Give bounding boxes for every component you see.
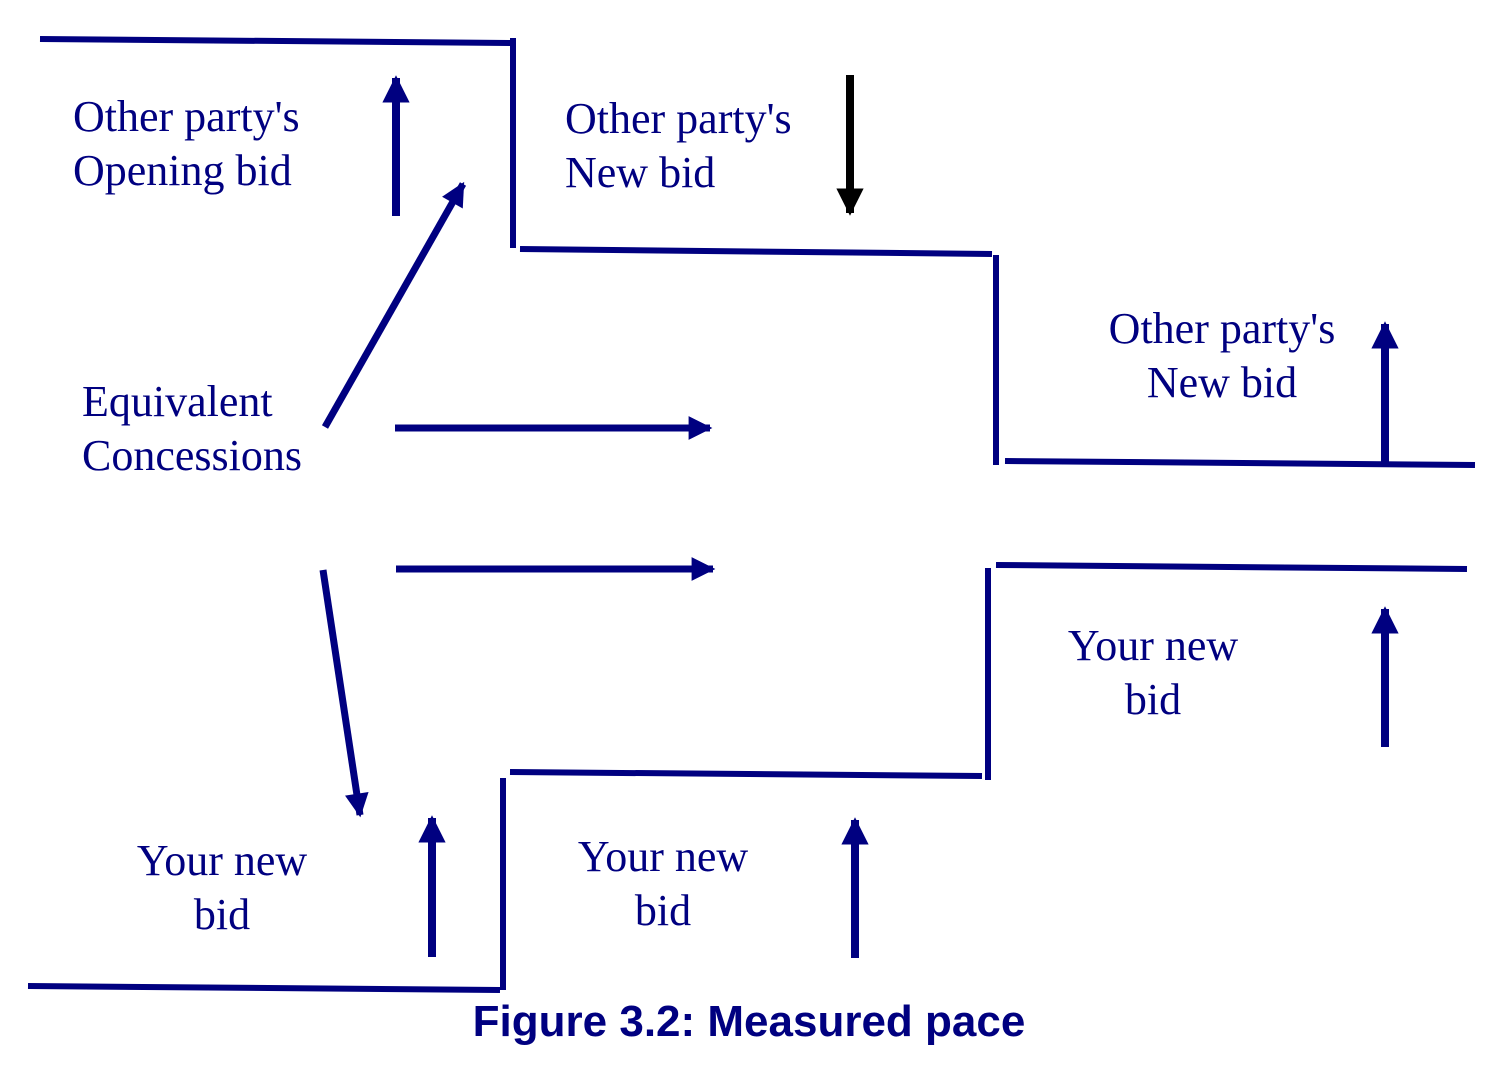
second-bid-level (519, 246, 993, 257)
your-new-bid-2-line1: Your new (577, 832, 749, 881)
your-new-bid-label-1: Your new bid (122, 834, 322, 942)
your-new-bid-1-line2: bid (193, 890, 251, 939)
opening-bid-label: Other party's Opening bid (73, 90, 300, 198)
your-second-level (509, 769, 983, 779)
concession-arrows (319, 181, 716, 818)
equivalent-concessions-line2: Concessions (82, 431, 302, 480)
figure-caption: Figure 3.2: Measured pace (472, 997, 1026, 1046)
other-new-bid-1-line2: New bid (565, 148, 716, 197)
other-new-bid-1-line1: Other party's (565, 94, 792, 143)
your-new-bid-3-line2: bid (1124, 675, 1182, 724)
your-opening-level (27, 983, 501, 993)
your-new-bid-1-line1: Your new (136, 836, 308, 885)
your-new-bid-label-2: Your new bid (563, 830, 763, 938)
your-new-bid-label-3: Your new bid (1053, 619, 1253, 727)
opening-bid-level (39, 36, 514, 46)
opening-bid-label-line1: Other party's (73, 92, 300, 141)
your-third-level (995, 562, 1468, 572)
third-bid-level (1004, 458, 1476, 468)
concession-arrow-to-opening (321, 181, 467, 429)
your-bid-line (27, 562, 1468, 993)
your-new-bid-2-line2: bid (634, 886, 692, 935)
equivalent-concessions-label: Equivalent Concessions (82, 375, 302, 483)
other-new-bid-2-line2: New bid (1146, 358, 1298, 407)
other-new-bid-2-line1: Other party's (1108, 304, 1336, 353)
opening-bid-label-line2: Opening bid (73, 146, 292, 195)
concession-arrow-to-your-bid (319, 569, 369, 818)
bid-arrows (382, 75, 1399, 958)
your-new-bid-3-line1: Your new (1067, 621, 1239, 670)
other-new-bid-label-2: Other party's New bid (1100, 302, 1344, 410)
other-new-bid-label-1: Other party's New bid (565, 92, 792, 200)
equivalent-concessions-line1: Equivalent (82, 377, 273, 426)
other-party-bid-line (39, 36, 1476, 468)
